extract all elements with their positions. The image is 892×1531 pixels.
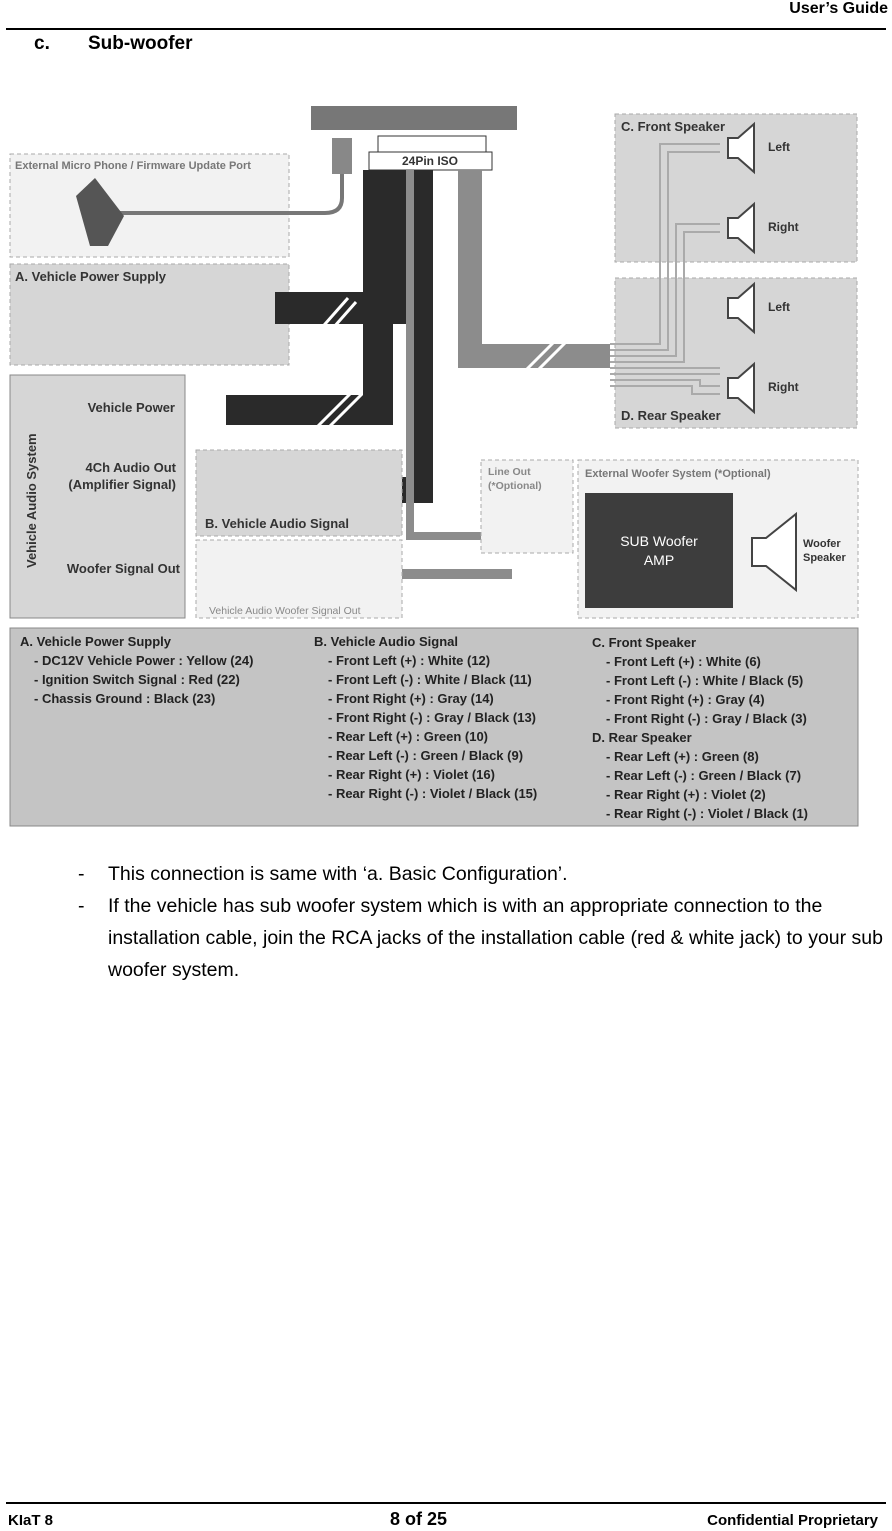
ext-woofer-label: External Woofer System (*Optional): [585, 468, 771, 480]
front-speaker-label: C. Front Speaker: [621, 119, 725, 134]
legend-c-title: C. Front Speaker: [592, 635, 696, 650]
speaker-icons: [727, 121, 755, 415]
legend-b-item: - Rear Right (-) : Violet / Black (15): [328, 786, 537, 801]
audio-cable-a: [226, 170, 393, 425]
legend-d-item: - Rear Right (+) : Violet (2): [606, 787, 766, 802]
rear-speaker-label: D. Rear Speaker: [621, 408, 721, 423]
bullet-text: This connection is same with ‘a. Basic C…: [108, 863, 568, 885]
front-right-label: Right: [768, 220, 799, 234]
audio-out-label: 4Ch Audio Out: [85, 460, 176, 475]
legend-c-item: - Front Right (+) : Gray (4): [606, 692, 765, 707]
legend-b-item: - Front Left (-) : White / Black (11): [328, 672, 532, 687]
footer-rule: [6, 1502, 886, 1504]
amp-label-2: AMP: [644, 552, 674, 568]
line-out-cable: [406, 170, 512, 540]
section-title: Sub-woofer: [88, 33, 193, 54]
audio-signal-label: B. Vehicle Audio Signal: [205, 516, 349, 531]
sub-woofer-amp: [585, 493, 733, 608]
bullet-item: - If the vehicle has sub woofer system w…: [78, 890, 890, 986]
section-heading: c. Sub-woofer: [34, 33, 193, 55]
legend-d-item: - Rear Right (-) : Violet / Black (1): [606, 806, 808, 821]
front-speaker-box: [614, 113, 858, 263]
legend-d-item: - Rear Left (-) : Green / Black (7): [606, 768, 801, 783]
legend-b-title: B. Vehicle Audio Signal: [314, 634, 458, 649]
legend-b-item: - Rear Left (-) : Green / Black (9): [328, 748, 523, 763]
footer-product: KIaT 8: [8, 1512, 54, 1529]
speaker-cable: [458, 170, 610, 368]
legend-d-title: D. Rear Speaker: [592, 730, 692, 745]
mic-jack: [332, 138, 352, 174]
iso-pins: [377, 135, 487, 153]
mic-device: [76, 178, 124, 246]
legend-c-item: - Front Left (+) : White (6): [606, 654, 761, 669]
mic-port-label: External Micro Phone / Firmware Update P…: [15, 160, 251, 172]
legend-d-item: - Rear Left (+) : Green (8): [606, 749, 759, 764]
power-supply-box: [9, 263, 290, 366]
legend-b-item: - Front Right (-) : Gray / Black (13): [328, 710, 536, 725]
legend-a-title: A. Vehicle Power Supply: [20, 634, 172, 649]
vehicle-power-label: Vehicle Power: [88, 400, 175, 415]
legend-box: [9, 627, 859, 827]
legend-b-item: - Front Left (+) : White (12): [328, 653, 490, 668]
legend-c-item: - Front Left (-) : White / Black (5): [606, 673, 803, 688]
woofer-signal-out-label: Woofer Signal Out: [67, 561, 181, 576]
footer-confidential: Confidential Proprietary: [707, 1512, 878, 1529]
legend-a-item: - Ignition Switch Signal : Red (22): [34, 672, 240, 687]
vehicle-audio-label: Vehicle Audio System: [24, 433, 39, 568]
bullet-dash: -: [78, 895, 85, 917]
rear-left-label: Left: [768, 300, 790, 314]
line-out-optional: (*Optional): [488, 480, 542, 492]
iso-connector-label: 24Pin ISO: [402, 154, 458, 168]
woofer-out-label: Vehicle Audio Woofer Signal Out: [209, 605, 361, 617]
legend-a-item: - DC12V Vehicle Power : Yellow (24): [34, 653, 253, 668]
audio-signal-box: [195, 449, 403, 537]
mic-cable: [118, 140, 344, 215]
bullet-list: - This connection is same with ‘a. Basic…: [78, 858, 890, 986]
power-supply-label: A. Vehicle Power Supply: [15, 269, 167, 284]
front-left-label: Left: [768, 140, 790, 154]
woofer-speaker-icon: [751, 511, 797, 593]
vehicle-audio-box: [9, 374, 186, 619]
line-out-label: Line Out: [488, 466, 531, 478]
footer-page-number: 8 of 25: [390, 1509, 448, 1529]
woofer-out-box: [195, 539, 403, 619]
line-out-box: [480, 459, 574, 554]
head-unit: [311, 106, 517, 130]
power-cable: [275, 170, 421, 324]
header-rule: [6, 28, 886, 30]
legend-b-item: - Front Right (+) : Gray (14): [328, 691, 494, 706]
rear-right-label: Right: [768, 380, 799, 394]
section-number: c.: [34, 33, 50, 54]
bullet-item: - This connection is same with ‘a. Basic…: [78, 858, 890, 890]
amp-label: SUB Woofer: [620, 533, 698, 549]
legend-c-item: - Front Right (-) : Gray / Black (3): [606, 711, 807, 726]
bullet-dash: -: [78, 863, 85, 885]
mic-port-box: [9, 153, 290, 258]
wiring-diagram: External Micro Phone / Firmware Update P…: [9, 106, 859, 827]
woofer-speaker-label-2: Speaker: [803, 552, 847, 564]
speaker-wires: [610, 143, 720, 395]
legend-a-item: - Chassis Ground : Black (23): [34, 691, 215, 706]
legend-b-item: - Rear Left (+) : Green (10): [328, 729, 488, 744]
amplifier-signal-label: (Amplifier Signal): [68, 477, 176, 492]
bullet-text: If the vehicle has sub woofer system whi…: [108, 895, 883, 981]
header-title: User’s Guide: [789, 0, 888, 17]
woofer-speaker-label: Woofer: [803, 538, 841, 550]
legend-b-item: - Rear Right (+) : Violet (16): [328, 767, 495, 782]
